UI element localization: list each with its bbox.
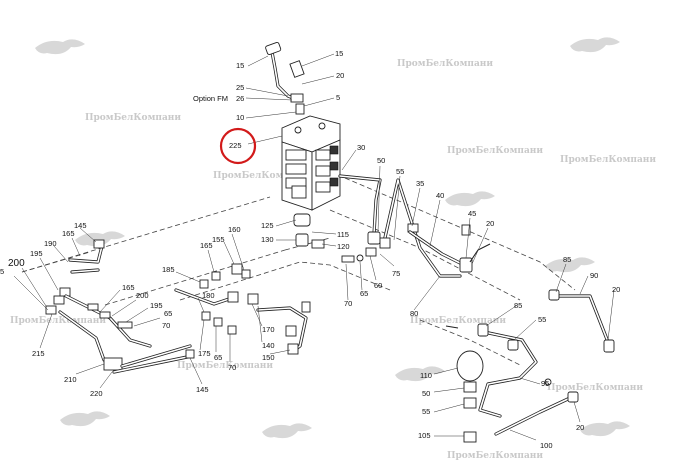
label-20: 20 (576, 423, 584, 432)
label-220: 220 (90, 389, 103, 398)
label-195: 195 (150, 301, 163, 310)
label-55: 55 (396, 167, 404, 176)
label-200: 200 (136, 291, 149, 300)
label-110: 110 (420, 371, 432, 380)
label-85: 85 (514, 301, 522, 310)
label-125: 125 (261, 221, 274, 230)
label-10: 10 (236, 113, 244, 122)
watermark-text: ПромБелКомпани (397, 59, 493, 69)
label-145: 145 (196, 385, 209, 394)
label-20: 20 (486, 219, 494, 228)
label-140: 140 (262, 341, 275, 350)
watermark-text-group: ПромБелКомпани ПромБелКомпани ПромБелКом… (10, 59, 656, 461)
label-180: 180 (202, 291, 215, 300)
watermark-text: ПромБелКомпани (547, 383, 643, 393)
label-65: 65 (214, 353, 222, 362)
center-left-fittings (174, 263, 311, 355)
label-145: 145 (74, 221, 87, 230)
label-95: 95 (541, 379, 549, 388)
option-label: Option FM (193, 94, 228, 103)
label-85: 85 (563, 255, 571, 264)
label-70: 70 (344, 299, 352, 308)
label-15: 15 (335, 49, 343, 58)
watermark-text: ПромБелКомпани (213, 171, 309, 181)
label-120: 120 (337, 242, 350, 251)
accumulator-assembly (445, 323, 579, 443)
label-75: 75 (392, 269, 400, 278)
right-hoses (338, 174, 491, 278)
highlight-circle (219, 127, 257, 165)
label-55: 55 (422, 407, 430, 416)
label-150: 150 (262, 353, 275, 362)
valve-block (281, 115, 341, 249)
label-50: 50 (422, 389, 430, 398)
leader-lines (13, 53, 615, 441)
label-195: 195 (30, 249, 43, 258)
right-pipe-assembly (548, 289, 615, 353)
part-labels: 15 15 20 25 Option FM 26 5 10 225 30 50 … (0, 49, 620, 450)
watermark-logo (35, 37, 630, 439)
label-20: 20 (336, 71, 344, 80)
label-25: 25 (236, 83, 244, 92)
label-165: 165 (62, 229, 75, 238)
label-70: 70 (228, 363, 236, 372)
dashed-outlines (21, 177, 576, 366)
label-55: 55 (538, 315, 546, 324)
label-185: 185 (162, 265, 175, 274)
watermark-text: ПромБелКомпани (10, 316, 106, 326)
label-45: 45 (468, 209, 476, 218)
label-175: 175 (198, 349, 211, 358)
watermark-text: ПромБелКомпани (447, 146, 543, 156)
label-5: 5 (0, 267, 4, 276)
label-100: 100 (540, 441, 553, 450)
label-50: 50 (377, 156, 385, 165)
label-20: 20 (612, 285, 620, 294)
label-40: 40 (436, 191, 444, 200)
label-165: 165 (200, 241, 213, 250)
watermark-text: ПромБелКомпани (85, 113, 181, 123)
label-35: 35 (416, 179, 424, 188)
watermark-text: ПромБелКомпани (447, 451, 543, 461)
left-hose-assembly (45, 239, 195, 374)
label-70: 70 (162, 321, 170, 330)
label-26: 26 (236, 94, 244, 103)
label-90: 90 (590, 271, 598, 280)
watermark-text: ПромБелКомпани (560, 155, 656, 165)
top-hose-assembly (265, 41, 305, 115)
label-80: 80 (410, 309, 418, 318)
label-105: 105 (418, 431, 431, 440)
label-130: 130 (261, 235, 274, 244)
label-30: 30 (357, 143, 365, 152)
label-190: 190 (44, 239, 57, 248)
label-155: 155 (212, 235, 225, 244)
label-200: 200 (8, 258, 25, 269)
watermark-text: ПромБелКомпани (177, 361, 273, 371)
label-160: 160 (228, 225, 241, 234)
label-115: 115 (337, 230, 349, 239)
label-5: 5 (336, 93, 340, 102)
label-15: 15 (236, 61, 244, 70)
label-215: 215 (32, 349, 45, 358)
label-210: 210 (64, 375, 77, 384)
label-65: 65 (164, 309, 172, 318)
label-60: 60 (374, 281, 382, 290)
label-165: 165 (122, 283, 135, 292)
watermark-text: ПромБелКомпани (410, 316, 506, 326)
label-65: 65 (360, 289, 368, 298)
label-225: 225 (229, 141, 242, 150)
label-170: 170 (262, 325, 275, 334)
